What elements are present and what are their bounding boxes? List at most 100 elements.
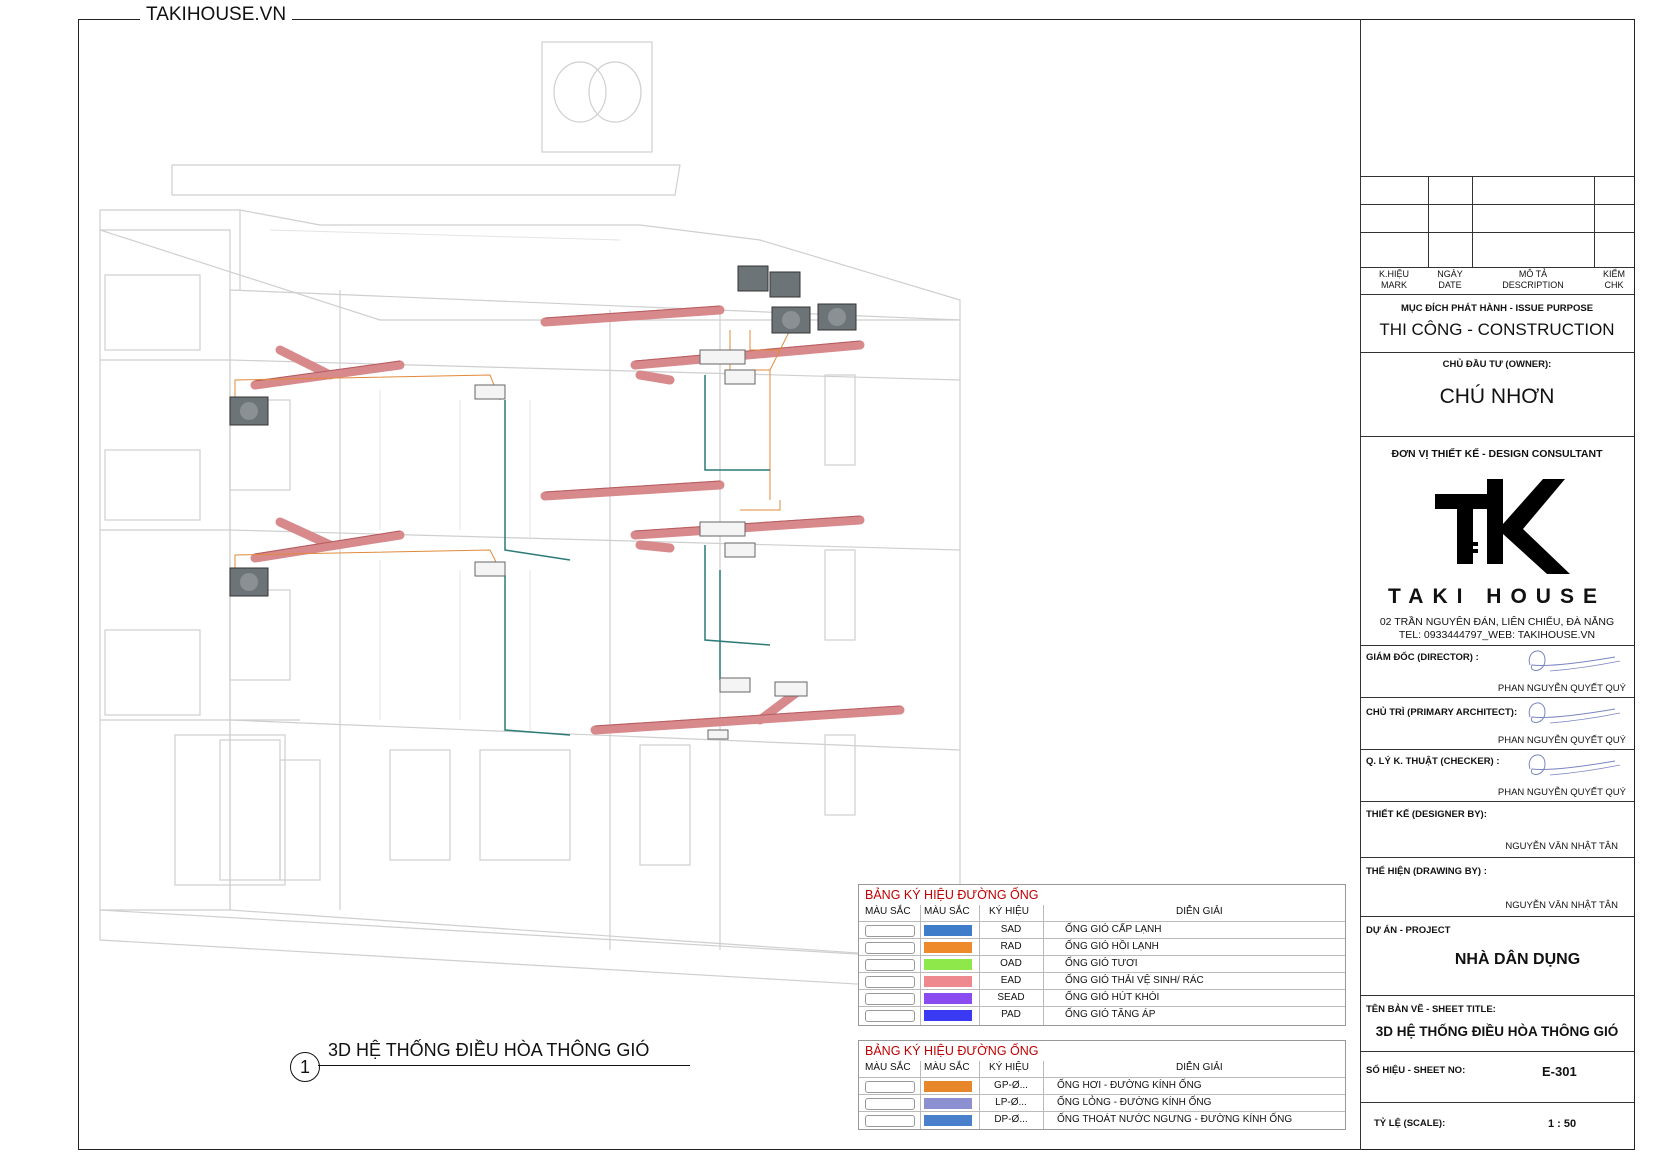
- legend-row: OAD ỐNG GIÓ TƯƠI: [859, 955, 1345, 973]
- tb-divider: [1360, 995, 1634, 996]
- caption-underline: [318, 1065, 690, 1066]
- tb-divider: [1360, 352, 1634, 353]
- rev-grid-line: [1360, 176, 1634, 177]
- legend-code: OAD: [1000, 958, 1022, 969]
- project-label: DỰ ÁN - PROJECT: [1366, 925, 1451, 936]
- drawing-caption: 3D HỆ THỐNG ĐIỀU HÒA THÔNG GIÓ: [328, 1040, 650, 1060]
- rev-grid-line: [1360, 204, 1634, 205]
- col-divider: [920, 905, 921, 1025]
- empty-swatch: [865, 993, 915, 1005]
- empty-swatch: [865, 1010, 915, 1022]
- legend-description: ỐNG THOÁT NƯỚC NGƯNG - ĐƯỜNG KÍNH ỐNG: [1057, 1114, 1293, 1125]
- project-name: NHÀ DÂN DỤNG: [1454, 951, 1581, 968]
- drawn-by-name: NGUYỄN VĂN NHẬT TÂN: [1505, 900, 1618, 911]
- scale-label: TỶ LỆ (SCALE):: [1374, 1118, 1446, 1129]
- frame-left: [78, 19, 79, 1150]
- legend-description: ỐNG GIÓ THẢI VỆ SINH/ RÁC: [1065, 975, 1204, 986]
- director-name: PHAN NGUYỄN QUYẾT QUÝ: [1497, 683, 1626, 694]
- taki-house-logo: [1435, 479, 1570, 574]
- legend-code: EAD: [1000, 975, 1022, 986]
- frame-right: [1634, 19, 1635, 1150]
- sheet-no-label: SỐ HIỆU - SHEET NO:: [1366, 1065, 1466, 1076]
- color-swatch: [924, 976, 972, 987]
- legend-code: PAD: [1001, 1009, 1021, 1020]
- owner-label: CHỦ ĐẦU TƯ (OWNER):: [1442, 359, 1552, 370]
- col-divider: [1043, 905, 1044, 1025]
- legend-row: SAD ỐNG GIÓ CẤP LẠNH: [859, 921, 1345, 939]
- header-color: MÀU SẮC: [924, 1062, 970, 1073]
- legend-code: LP-Ø...: [995, 1097, 1027, 1108]
- pipe-legend-title: BẢNG KÝ HIỆU ĐƯỜNG ỐNG: [865, 1044, 1039, 1058]
- legend-row: DP-Ø...ỐNG THOÁT NƯỚC NGƯNG - ĐƯỜNG KÍNH…: [859, 1111, 1345, 1129]
- legend-row: EAD ỐNG GIÓ THẢI VỆ SINH/ RÁC: [859, 972, 1345, 990]
- tb-divider: [1360, 645, 1634, 646]
- site-name: TAKIHOUSE.VN: [140, 4, 293, 26]
- header-color: MÀU SẮC: [865, 1062, 911, 1073]
- tb-divider: [1360, 294, 1634, 295]
- issue-purpose: THI CÔNG - CONSTRUCTION: [1379, 320, 1615, 339]
- col-divider: [920, 1061, 921, 1129]
- sheet-title: 3D HỆ THỐNG ĐIỀU HÒA THÔNG GIÓ: [1375, 1024, 1619, 1039]
- header-description: DIỄN GIẢI: [1176, 1062, 1223, 1073]
- tb-divider: [1360, 857, 1634, 858]
- building-3d-view: [99, 41, 961, 991]
- header-color: MÀU SẮC: [924, 906, 970, 917]
- legend-description: ỐNG LỎNG - ĐƯỜNG KÍNH ỐNG: [1057, 1097, 1212, 1108]
- col-divider: [979, 1061, 980, 1129]
- company-name: TAKI HOUSE: [1388, 585, 1606, 608]
- rev-grid-line: [1472, 176, 1473, 267]
- architect-signature: [1528, 702, 1621, 724]
- checker-label: Q. LÝ K. THUẬT (CHECKER) :: [1366, 756, 1500, 767]
- empty-swatch: [865, 976, 915, 988]
- tb-border: [1360, 19, 1361, 1150]
- empty-swatch: [865, 959, 915, 971]
- tb-divider: [1360, 749, 1634, 750]
- empty-swatch: [865, 1098, 915, 1110]
- legend-code: RAD: [1000, 941, 1022, 952]
- header-color: MÀU SẮC: [865, 906, 911, 917]
- legend-description: ỐNG HƠI - ĐƯỜNG KÍNH ỐNG: [1057, 1080, 1202, 1091]
- frame-top: [78, 19, 1634, 20]
- designer-name: NGUYỄN VĂN NHẬT TÂN: [1505, 841, 1618, 852]
- tb-divider: [1360, 801, 1634, 802]
- legend-row: GP-Ø... ỐNG HƠI - ĐƯỜNG KÍNH ỐNG: [859, 1077, 1345, 1095]
- checker-signature: [1528, 754, 1621, 776]
- owner-name: CHÚ NHƠN: [1439, 385, 1555, 408]
- legend-description: ỐNG GIÓ CẤP LẠNH: [1065, 924, 1162, 935]
- legend-code: SAD: [1000, 924, 1022, 935]
- color-swatch: [924, 942, 972, 953]
- consultant-label: ĐƠN VỊ THIẾT KẾ - DESIGN CONSULTANT: [1391, 448, 1603, 460]
- checker-name: PHAN NGUYỄN QUYẾT QUÝ: [1497, 787, 1626, 798]
- tb-divider: [1360, 1051, 1634, 1052]
- header-symbol: KÝ HIỆU: [989, 906, 1030, 917]
- drawn-by-label: THỂ HIỆN (DRAWING BY) :: [1366, 866, 1487, 877]
- legend-code: GP-Ø...: [994, 1080, 1028, 1091]
- sheet-title-label: TÊN BẢN VẼ - SHEET TITLE:: [1366, 1004, 1496, 1015]
- company-contact: TEL: 0933444797_WEB: TAKIHOUSE.VN: [1398, 629, 1596, 641]
- tb-divider: [1360, 1102, 1634, 1103]
- empty-swatch: [865, 942, 915, 954]
- color-swatch: [924, 959, 972, 970]
- legend-description: ỐNG GIÓ TƯƠI: [1065, 958, 1138, 969]
- director-label: GIÁM ĐỐC (DIRECTOR) :: [1366, 652, 1479, 663]
- rev-grid-line: [1360, 232, 1634, 233]
- designer-label: THIẾT KẾ (DESIGNER BY):: [1366, 809, 1487, 820]
- tb-divider: [1360, 697, 1634, 698]
- duct-legend-table: BẢNG KÝ HIỆU ĐƯỜNG ỐNG MÀU SẮC MÀU SẮC K…: [858, 884, 1346, 1026]
- header-description: DIỄN GIẢI: [1176, 906, 1223, 917]
- color-swatch: [924, 993, 972, 1004]
- architect-label: CHỦ TRÌ (PRIMARY ARCHITECT):: [1366, 707, 1518, 718]
- company-address: 02 TRẦN NGUYÊN ĐÁN, LIÊN CHIỂU, ĐÀ NẴNG: [1379, 616, 1615, 628]
- color-swatch: [924, 925, 972, 936]
- sheet-no: E-301: [1542, 1064, 1577, 1079]
- rev-grid-line: [1428, 176, 1429, 267]
- color-swatch: [924, 1098, 972, 1109]
- duct-legend-title: BẢNG KÝ HIỆU ĐƯỜNG ỐNG: [865, 888, 1039, 902]
